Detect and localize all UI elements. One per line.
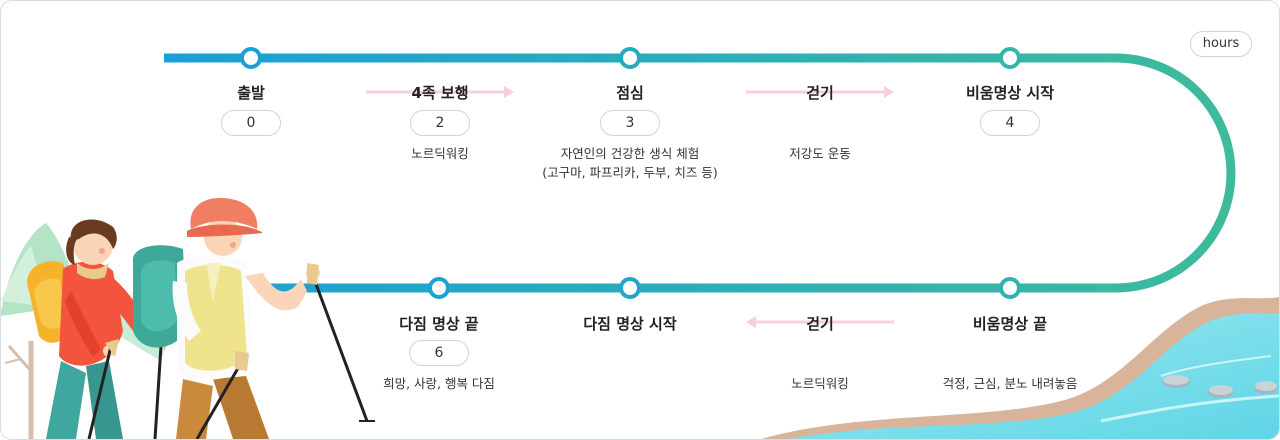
hikers-icon [27,197,375,439]
river-icon [761,297,1279,439]
step-value-resolution-end: 6 [409,340,469,366]
step-label-quadruped-walk: 4족 보행 [411,84,469,102]
step-label-walk-1: 걷기 [806,84,834,102]
node-resolution-start [619,277,641,299]
arrow-right-icon [746,86,894,98]
step-label-start: 출발 [237,84,265,102]
node-lunch [619,47,641,69]
units-badge: hours [1190,31,1252,57]
node-start [240,47,262,69]
step-label-walk-2: 걷기 [806,315,834,333]
node-meditation-end [999,277,1021,299]
step-desc-quadruped-walk: 노르딕워킹 [411,146,469,161]
step-label-meditation-end: 비움명상 끝 [972,315,1048,333]
step-label-resolution-start: 다짐 명상 시작 [583,315,677,333]
step-value-lunch: 3 [600,110,660,136]
step-value-meditation-start: 4 [980,110,1040,136]
timeline-track [164,53,1236,293]
step-label-lunch: 점심 [616,84,644,102]
arrow-right-icon [366,86,514,98]
step-desc-walk-1: 저강도 운동 [789,146,851,161]
step-value-start: 0 [221,110,281,136]
step-desc-resolution-end: 희망, 사랑, 행복 다짐 [383,376,495,391]
step-desc-lunch: 자연인의 건강한 생식 체험 (고구마, 파프리카, 두부, 치즈 등) [542,146,718,180]
step-label-meditation-start: 비움명상 시작 [965,84,1055,102]
node-resolution-end [428,277,450,299]
step-desc-walk-2: 노르딕워킹 [791,376,849,391]
stepping-stones-icon [1162,375,1278,398]
step-value-quadruped-walk: 2 [410,110,470,136]
node-meditation-start [999,47,1021,69]
step-desc-meditation-end: 걱정, 근심, 분노 내려놓음 [942,376,1078,391]
step-label-resolution-end: 다짐 명상 끝 [399,315,479,333]
arrow-left-icon [746,316,894,328]
